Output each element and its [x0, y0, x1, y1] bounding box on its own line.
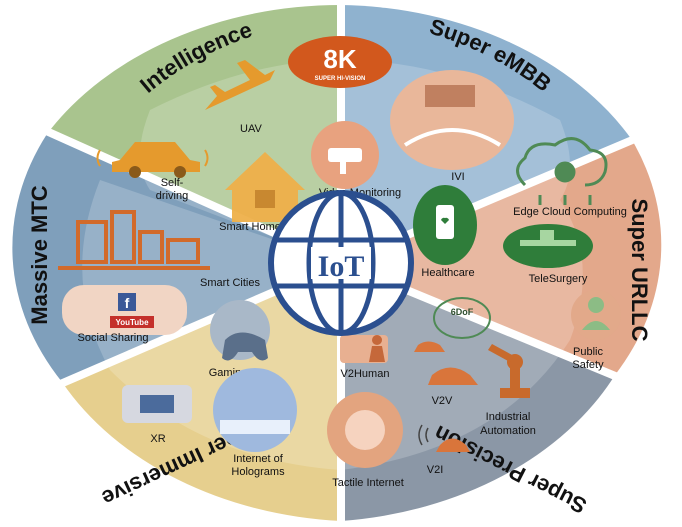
svg-text:8K: 8K	[323, 44, 356, 74]
edge-cloud-computing-icon	[516, 137, 608, 205]
public-safety-icon	[571, 290, 621, 340]
uav-icon	[205, 60, 275, 110]
youtube-icon: YouTube	[115, 318, 149, 327]
holograms-label-1: Internet of	[233, 453, 283, 465]
svg-text:SUPER HI-VISION: SUPER HI-VISION	[315, 76, 366, 82]
v2i-icon	[418, 424, 470, 452]
tactile-internet-icon	[327, 392, 403, 468]
smart-cities-label: Smart Cities	[200, 277, 260, 289]
6dof-label: 6DoF	[451, 307, 474, 317]
v2human-label: V2Human	[341, 368, 390, 380]
tactile-internet-label: Tactile Internet	[332, 477, 404, 489]
internet-of-holograms-icon	[213, 368, 297, 452]
sector-super-precision	[341, 263, 615, 521]
healthcare-label: Healthcare	[421, 267, 474, 279]
telesurgery-icon	[503, 224, 593, 268]
social-sharing-icon: f YouTube	[62, 285, 187, 335]
iot-globe	[268, 190, 414, 336]
public-safety-label-1: Public	[573, 346, 603, 358]
gaming-icon	[210, 300, 270, 361]
telesurgery-label: TeleSurgery	[529, 273, 588, 285]
industrial-automation-label-1: Industrial	[486, 411, 531, 423]
v2i-label: V2I	[427, 464, 444, 476]
v2human-icon	[340, 335, 388, 363]
xr-icon	[122, 385, 192, 423]
v2v-label: V2V	[432, 395, 453, 407]
6dof-icon: 6DoF	[433, 297, 491, 339]
sector-supper-immersive	[62, 263, 341, 521]
smart-home-label: Smart Home	[219, 221, 281, 233]
industrial-automation-label-2: Automation	[480, 425, 536, 437]
industrial-robot-arm-icon	[488, 344, 530, 398]
ivi-label: IVI	[451, 171, 464, 183]
edge-cloud-computing-label: Edge Cloud Computing	[513, 206, 627, 218]
self-driving-label-2: driving	[156, 190, 188, 202]
iot-center-label: IoT	[318, 250, 365, 283]
v2v-cars-icon	[414, 341, 478, 385]
facebook-icon: f	[125, 295, 130, 311]
ring-label-super-urllc: Super URLLC	[627, 199, 652, 342]
public-safety-label-2: Safety	[572, 359, 604, 371]
healthcare-phone-icon	[413, 185, 477, 265]
social-sharing-label: Social Sharing	[78, 332, 149, 344]
smart-home-icon	[225, 152, 305, 222]
self-driving-car-icon	[96, 142, 209, 178]
video-monitoring-icon	[311, 121, 379, 189]
holograms-label-2: Holograms	[231, 466, 285, 478]
self-driving-label-1: Self-	[161, 177, 184, 189]
xr-label: XR	[150, 433, 165, 445]
smart-cities-icon	[58, 210, 210, 270]
8k-super-hi-vision-badge: 8K SUPER HI-VISION	[288, 36, 392, 88]
ivi-car-interior-icon	[390, 70, 514, 170]
ring-label-massive-mtc: Massive MTC	[27, 185, 52, 324]
uav-label: UAV	[240, 123, 262, 135]
